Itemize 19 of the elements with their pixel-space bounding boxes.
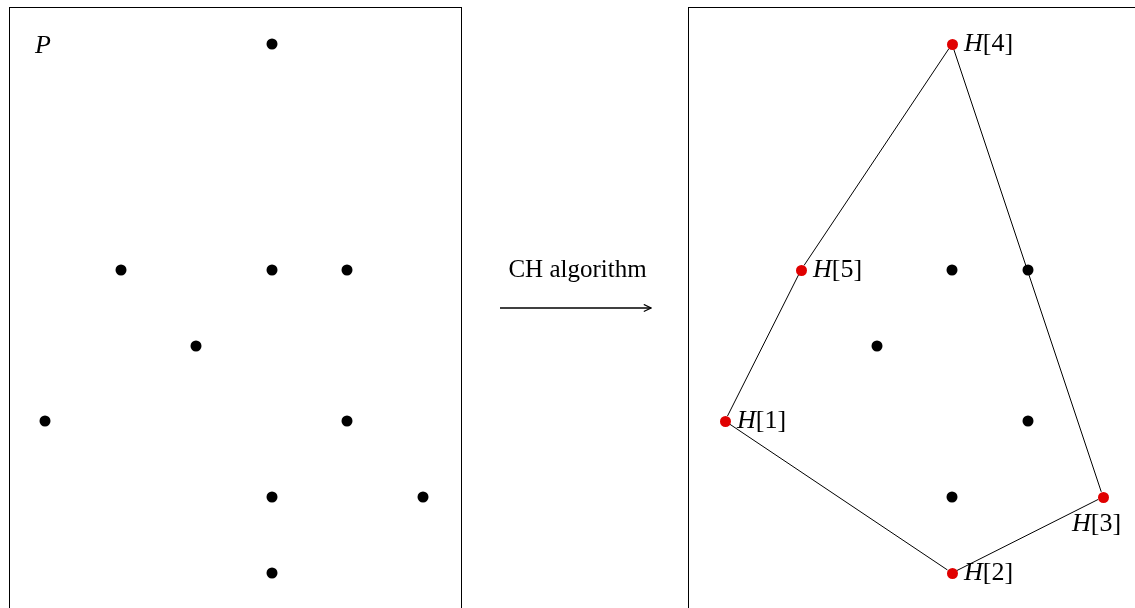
hull-vertex-dot bbox=[946, 567, 958, 579]
vertex-label: H[5] bbox=[813, 256, 863, 282]
vertex-label: H[2] bbox=[964, 559, 1014, 585]
vertex-label: H[4] bbox=[964, 30, 1014, 56]
hull-edge bbox=[953, 48, 1102, 493]
hull-edge bbox=[729, 423, 948, 571]
vertex-label: H[3] bbox=[1072, 510, 1122, 536]
hull-edge bbox=[956, 498, 1099, 572]
hull-vertex-dot bbox=[1097, 491, 1109, 503]
hull-edge bbox=[726, 274, 800, 417]
hull-vertex-dot bbox=[719, 415, 731, 427]
hull-vertex-dot bbox=[795, 264, 807, 276]
hull-vertex-dot bbox=[946, 38, 958, 50]
panel-frame bbox=[9, 7, 462, 608]
panel-frame bbox=[688, 7, 1135, 608]
set-label: P bbox=[35, 32, 51, 58]
arrow bbox=[499, 303, 652, 313]
vertex-label: H[1] bbox=[737, 407, 787, 433]
hull-edge bbox=[803, 48, 950, 266]
